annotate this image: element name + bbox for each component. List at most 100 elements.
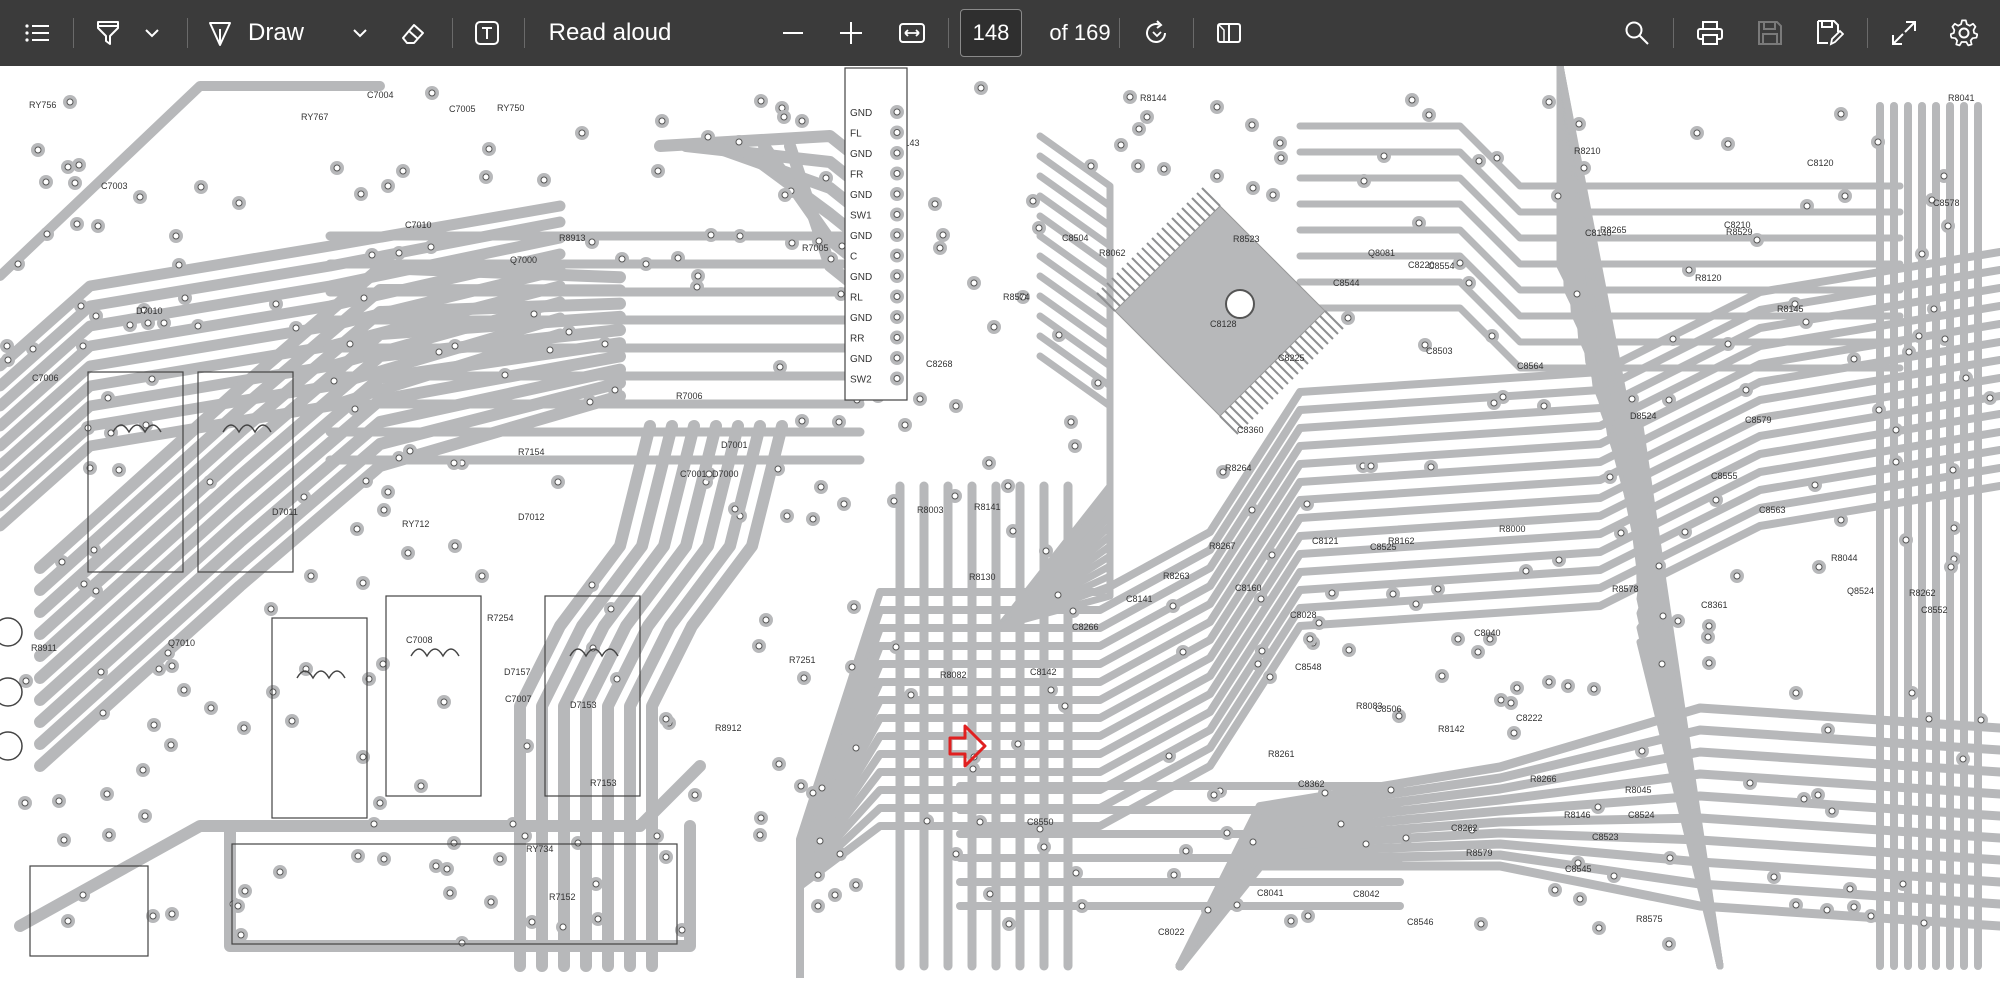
pad-hole xyxy=(272,300,280,308)
part-label: C8563 xyxy=(1759,505,1786,515)
connector-pin-label: C xyxy=(850,252,857,263)
pad-hole xyxy=(1940,172,1948,180)
save-button[interactable] xyxy=(1750,0,1790,66)
zoom-in-button[interactable] xyxy=(832,0,870,66)
add-text-button[interactable] xyxy=(468,0,506,66)
relay-coil xyxy=(410,648,460,658)
pad-hole xyxy=(175,261,183,269)
pad-hole xyxy=(435,348,443,356)
pad-hole xyxy=(359,753,367,761)
pad-hole xyxy=(1345,646,1353,654)
page-number-input[interactable]: 148 xyxy=(960,9,1022,57)
connector-pin-label: RR xyxy=(850,334,864,345)
pad-hole xyxy=(384,488,392,496)
pad-hole xyxy=(694,272,702,280)
pad-hole xyxy=(1223,829,1231,837)
pad-hole xyxy=(1134,162,1142,170)
pad-hole xyxy=(180,686,188,694)
pad-hole xyxy=(1595,924,1603,932)
ic-pin xyxy=(1274,360,1294,380)
ic-pin xyxy=(1141,247,1161,267)
pad-hole xyxy=(357,190,365,198)
pad-hole xyxy=(307,572,315,580)
pad-hole xyxy=(1042,547,1050,555)
pad-hole xyxy=(901,421,909,429)
pad-hole xyxy=(809,789,817,797)
part-label: C8128 xyxy=(1210,319,1237,329)
print-button[interactable] xyxy=(1690,0,1730,66)
highlight-options-chevron[interactable] xyxy=(140,0,164,66)
pad-hole xyxy=(907,691,915,699)
pad-hole xyxy=(776,363,784,371)
fullscreen-button[interactable] xyxy=(1884,0,1924,66)
part-label: C8504 xyxy=(1062,233,1089,243)
pdf-toolbar: Draw Read aloud 148 of 169 xyxy=(0,0,2000,66)
draw-options-chevron[interactable] xyxy=(348,0,372,66)
zoom-out-button[interactable] xyxy=(774,0,812,66)
pad-hole xyxy=(496,855,504,863)
trace xyxy=(0,81,385,281)
contents-button[interactable] xyxy=(18,0,56,66)
pad-hole xyxy=(1925,715,1933,723)
pad-hole xyxy=(1928,196,1936,204)
ic-pin xyxy=(1136,252,1156,272)
pad-hole xyxy=(1658,660,1666,668)
part-label: C8140 xyxy=(1585,228,1612,238)
pad-hole xyxy=(936,244,944,252)
pad-hole xyxy=(1019,293,1027,301)
pad-hole xyxy=(1846,885,1854,893)
part-label: R8912 xyxy=(715,723,742,733)
draw-button[interactable]: Draw xyxy=(206,0,326,66)
settings-button[interactable] xyxy=(1944,0,1984,66)
pad-hole xyxy=(788,239,796,247)
pad-hole xyxy=(443,865,451,873)
part-label: R8141 xyxy=(974,502,1001,512)
pad-hole xyxy=(1421,341,1429,349)
ic-pin xyxy=(1106,282,1126,302)
pad-hole xyxy=(1304,912,1312,920)
pad-hole xyxy=(167,741,175,749)
trace xyxy=(1296,122,1904,190)
ic-pin xyxy=(1239,395,1259,415)
highlight-button[interactable] xyxy=(90,0,126,66)
fit-width-button[interactable] xyxy=(892,0,932,66)
pad-hole xyxy=(1554,192,1562,200)
red-arrow-marker xyxy=(948,724,987,768)
part-label: R7254 xyxy=(487,613,514,623)
connector-pad-hole xyxy=(893,354,901,362)
search-button[interactable] xyxy=(1617,0,1657,66)
erase-button[interactable] xyxy=(394,0,432,66)
rotate-button[interactable] xyxy=(1137,0,1175,66)
pad-hole xyxy=(1360,177,1368,185)
pad-hole xyxy=(1665,940,1673,948)
read-aloud-button[interactable]: Read aloud xyxy=(540,0,680,66)
pad-hole xyxy=(1564,682,1572,690)
pad-hole xyxy=(1493,154,1501,162)
pad-hole xyxy=(852,881,860,889)
connector-pin-label: GND xyxy=(850,149,872,160)
part-label: R8262 xyxy=(1909,588,1936,598)
part-label: D7157 xyxy=(504,667,531,677)
pad-hole xyxy=(1574,859,1582,867)
pad-hole xyxy=(774,465,782,473)
pad-hole xyxy=(144,319,152,327)
connector-pad-hole xyxy=(893,149,901,157)
pad-hole xyxy=(1837,516,1845,524)
trace xyxy=(1296,226,1904,294)
pad-hole xyxy=(1551,886,1559,894)
pad-hole xyxy=(1902,536,1910,544)
page-view-button[interactable] xyxy=(1209,0,1249,66)
trace xyxy=(34,376,626,750)
pad-hole xyxy=(380,506,388,514)
ic-pin xyxy=(1166,222,1186,242)
pad-hole xyxy=(952,402,960,410)
pad-hole xyxy=(1753,236,1761,244)
save-as-button[interactable] xyxy=(1810,0,1850,66)
pad-hole xyxy=(168,910,176,918)
pad-hole xyxy=(142,421,150,429)
pad-hole xyxy=(1210,791,1218,799)
pcb-schematic-drawing: R7251D7153R7254R7154Q7010Q7000RY750RY734… xyxy=(0,66,2000,978)
pad-hole xyxy=(1681,528,1689,536)
pad-hole xyxy=(172,232,180,240)
